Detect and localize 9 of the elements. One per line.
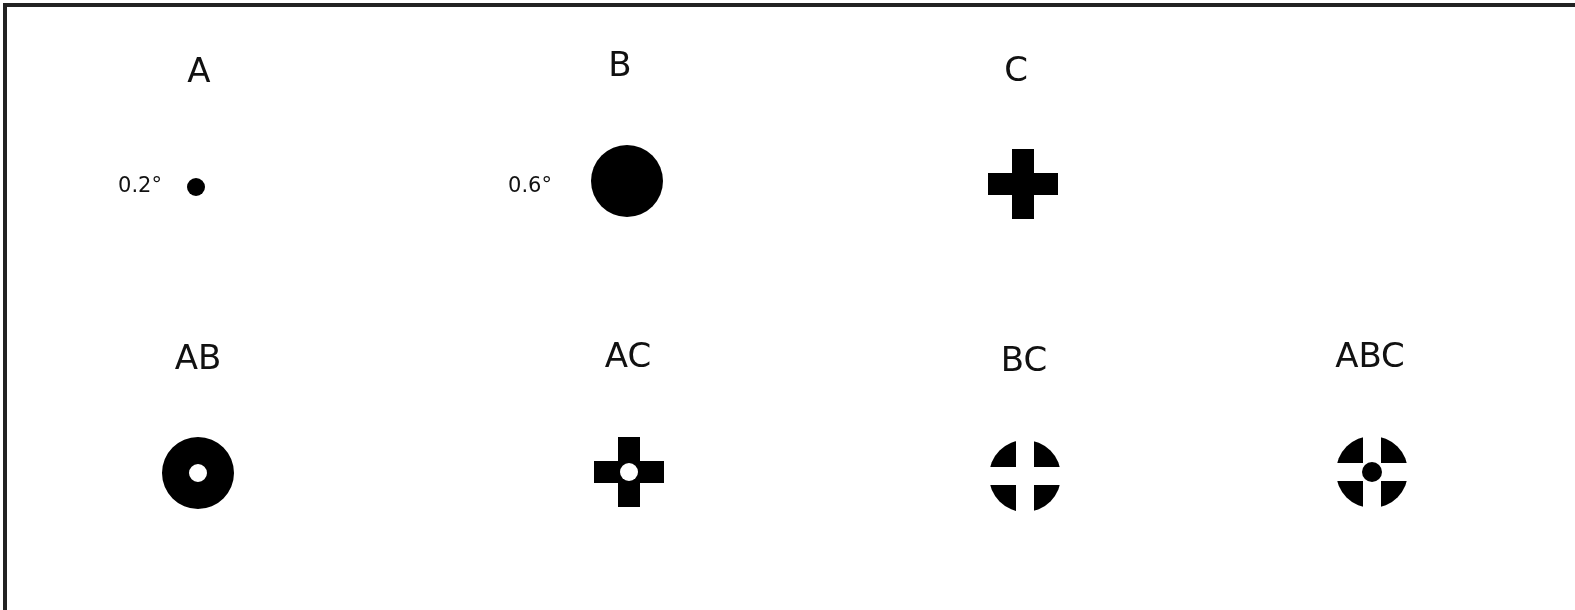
- target-label: AC: [604, 335, 652, 375]
- target-label: C: [1004, 49, 1028, 89]
- size-label: 0.2°: [118, 173, 162, 197]
- target-label: AB: [174, 337, 222, 377]
- size-label: 0.6°: [508, 173, 552, 197]
- target-label: BC: [1000, 339, 1048, 379]
- target-label: B: [608, 44, 632, 84]
- target-label: ABC: [1335, 335, 1405, 375]
- target-label: A: [187, 50, 211, 90]
